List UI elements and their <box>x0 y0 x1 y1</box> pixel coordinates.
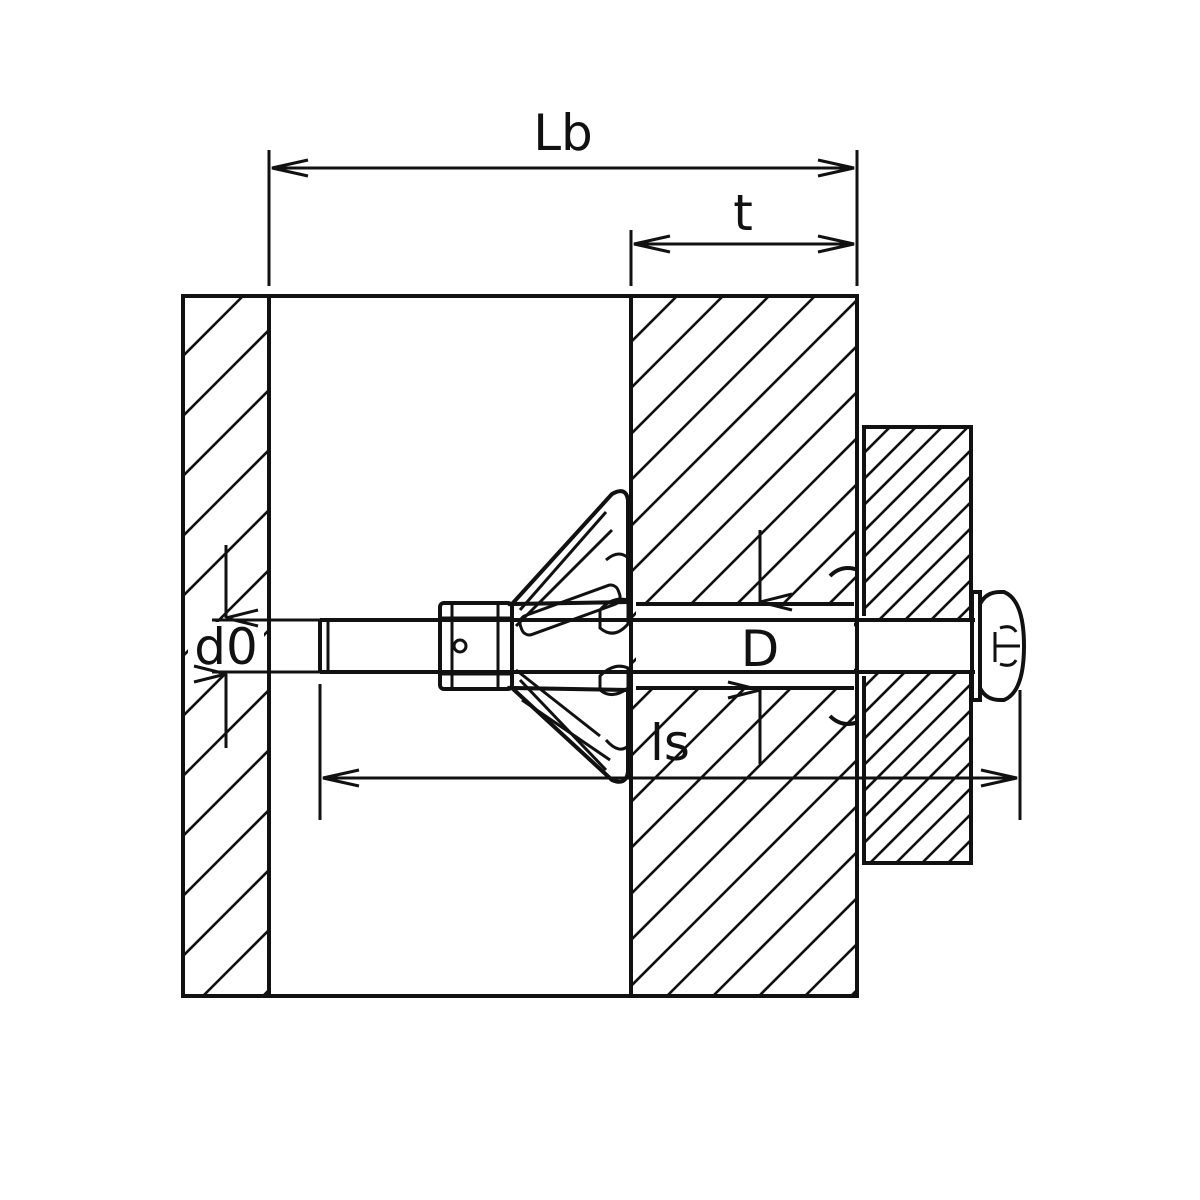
dimension-ls: ls <box>318 684 1022 820</box>
hatch-line <box>183 688 269 778</box>
dimension-Lb: Lb <box>267 104 859 286</box>
hatch-line <box>864 474 971 585</box>
hatch-line <box>1052 427 1200 863</box>
hatch-line <box>1182 427 1200 863</box>
hatch-line <box>864 708 971 819</box>
hatch-line <box>895 786 971 863</box>
hatch-line <box>947 838 971 863</box>
hatch-line <box>1173 296 1200 996</box>
hatch-line <box>183 748 269 838</box>
hatch-line <box>631 296 770 436</box>
screw-shaft <box>318 618 975 674</box>
hatch-line <box>631 758 857 988</box>
hatch-line <box>183 296 184 298</box>
ls-label: ls <box>650 714 690 772</box>
hatch-line <box>183 388 269 478</box>
hatch-line <box>1035 296 1200 996</box>
dimension-D: D <box>727 530 793 764</box>
D-label: D <box>741 620 780 678</box>
hatch-line <box>989 296 1200 996</box>
hatch-line <box>631 296 632 298</box>
hatch-line <box>1104 427 1200 863</box>
screw-head <box>970 590 1027 702</box>
hatch-line <box>1130 427 1200 863</box>
hatch-line <box>712 850 857 996</box>
hatch-line <box>631 390 857 620</box>
hatch-line <box>183 568 269 658</box>
hatch-line <box>631 296 816 482</box>
hatch-line <box>1078 427 1200 863</box>
anchor-collar <box>438 601 514 691</box>
hatch-line <box>1081 296 1200 996</box>
dimension-t: t <box>629 184 855 286</box>
hatch-line <box>869 760 971 863</box>
hatch-line <box>1000 427 1200 863</box>
lower-expansion-leg <box>506 664 632 784</box>
hatch-line <box>631 296 678 344</box>
hatch-line <box>864 427 943 507</box>
left-wall-outline <box>181 294 271 998</box>
hatch-line <box>631 344 857 574</box>
hatch-line <box>666 804 857 996</box>
hatch-line <box>631 666 857 896</box>
Lb-label: Lb <box>533 104 593 162</box>
hatch-line <box>183 328 269 418</box>
hatch-line <box>631 298 857 528</box>
hatch-line <box>183 808 269 898</box>
hatch-line <box>864 448 971 559</box>
hatch-line <box>864 427 969 533</box>
hatch-line <box>631 296 724 390</box>
hatch-line <box>864 734 971 845</box>
hatch-line <box>1127 296 1200 996</box>
d0-label: d0 <box>194 618 258 676</box>
t-label: t <box>733 184 753 242</box>
anchor-flange <box>828 566 859 726</box>
dimension-d0: d0 <box>188 545 320 748</box>
hatch-line <box>1156 427 1200 863</box>
upper-expansion-leg <box>507 489 632 637</box>
hatch-line <box>1026 427 1200 863</box>
hatch-line <box>183 868 269 958</box>
hatch-line <box>631 712 857 942</box>
